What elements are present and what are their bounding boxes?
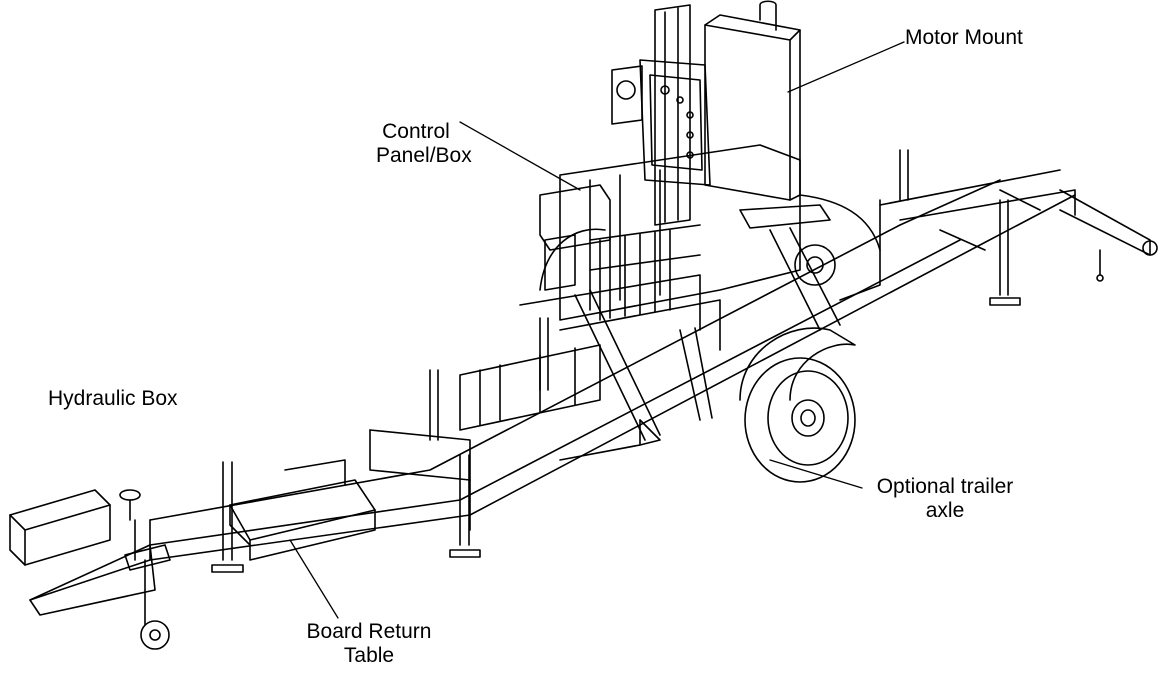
- leader-trailer-axle: [769, 459, 863, 489]
- hydraulic-box: [9, 489, 141, 566]
- head-legs: [574, 289, 713, 446]
- callout-text: Optional trailer: [876, 475, 1014, 498]
- callout-trailer-axle: Optional trailer axle: [868, 475, 1022, 523]
- board-return-table: [229, 459, 376, 561]
- callout-text: axle: [925, 499, 965, 522]
- callout-text: Board Return: [306, 620, 432, 643]
- callout-text: Table: [343, 644, 395, 667]
- callout-text: Panel/Box: [376, 144, 472, 167]
- log-bunks: [459, 274, 721, 431]
- rear-extension: [1059, 189, 1158, 282]
- callout-control-panel: Control Panel/Box: [376, 120, 472, 168]
- trailer-tongue: [29, 519, 171, 650]
- callout-leaders: [289, 41, 905, 619]
- callout-hydraulic-box: Hydraulic Box: [48, 387, 178, 411]
- callout-text: Control: [382, 120, 450, 143]
- leader-board-return: [289, 539, 339, 619]
- bed-frame: [29, 169, 1076, 601]
- trailer-wheel: [739, 327, 856, 483]
- support-legs: [211, 149, 1021, 573]
- saw-head: [539, 0, 881, 331]
- leader-control-panel: [459, 121, 581, 191]
- callout-motor-mount: Motor Mount: [905, 26, 1023, 50]
- leader-motor-mount: [787, 41, 905, 93]
- callout-board-return: Board Return Table: [289, 620, 449, 668]
- callout-text: Motor Mount: [905, 26, 1023, 49]
- callout-text: Hydraulic Box: [48, 387, 178, 410]
